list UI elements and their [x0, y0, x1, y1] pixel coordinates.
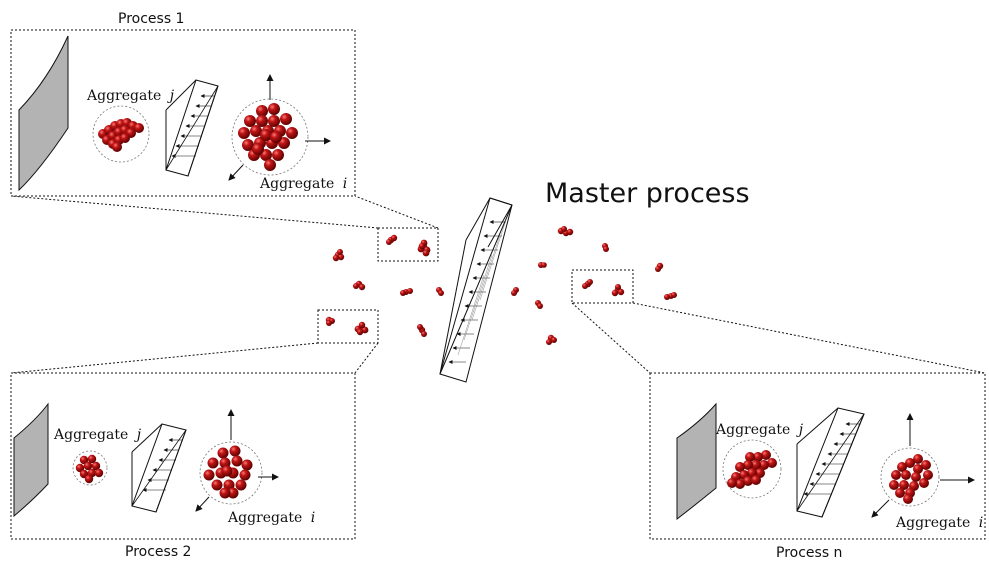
- process-2-axis-down: [195, 496, 210, 512]
- process-n-title: Process n: [776, 545, 842, 561]
- master-shear-box: [439, 197, 513, 383]
- master-process-title: Master process: [545, 178, 750, 209]
- process-n-aggregate-i: [889, 454, 933, 504]
- svg-text:Aggregate i: Aggregate i: [895, 515, 983, 531]
- process-n-frame: [649, 372, 986, 540]
- scattered-aggregate: [535, 300, 543, 309]
- scattered-aggregate: [417, 324, 427, 337]
- process-1-aggregate-i-var: i: [343, 176, 347, 192]
- process-1-aggregate-j: [98, 118, 144, 152]
- scattered-aggregate: [353, 280, 366, 291]
- scattered-aggregate: [538, 262, 547, 268]
- process-n-aggregate-j-var: j: [796, 422, 804, 438]
- process-1-panel: Process 1 Aggregate j: [10, 11, 356, 197]
- scattered-aggregates: [332, 226, 677, 345]
- scattered-aggregate: [602, 243, 609, 252]
- process-1-wall: [18, 35, 69, 192]
- zoom-box-process-n: [571, 269, 634, 304]
- process-1-title: Process 1: [118, 11, 184, 27]
- zoom-box-process-1: [377, 227, 439, 262]
- master-shear-hatching: [457, 219, 507, 356]
- process-n-shear-box: [796, 407, 865, 518]
- process-n-wall: [676, 402, 717, 521]
- process-1-aggregate-i-label: Aggregate: [259, 176, 334, 192]
- process-2-aggregate-i-var: i: [311, 510, 315, 526]
- process-1-aggregate-j-label: Aggregate: [86, 88, 161, 104]
- svg-text:Aggregate i: Aggregate i: [259, 176, 347, 192]
- scattered-aggregate: [546, 334, 557, 345]
- process-2-aggregate-i: [203, 445, 253, 499]
- process-1-frame: [10, 29, 356, 197]
- scattered-aggregate: [655, 262, 664, 272]
- process-1-aggregate-j-var: j: [167, 88, 175, 104]
- process-2-shear-box: [131, 423, 187, 513]
- process-2-aggregate-j-label: Aggregate: [53, 427, 128, 443]
- process-2-title: Process 2: [125, 544, 191, 560]
- zoom-connectors: [10, 195, 986, 374]
- process-n-aggregate-i-label: Aggregate: [895, 515, 970, 531]
- scattered-aggregate: [557, 226, 574, 237]
- process-n-aggregate-j: [727, 450, 777, 489]
- process-n-aggregate-j-boundary: [722, 439, 782, 499]
- process-2-aggregate-j-var: j: [134, 427, 142, 443]
- process-1-aggregate-j-boundary: [92, 105, 150, 163]
- svg-text:Aggregate j: Aggregate j: [53, 427, 142, 443]
- process-1-aggregate-i: [238, 103, 298, 171]
- process-2-panel: Aggregate j: [10, 372, 356, 560]
- process-2-aggregate-j-boundary: [72, 450, 108, 486]
- svg-text:Aggregate i: Aggregate i: [227, 510, 315, 526]
- svg-text:Aggregate j: Aggregate j: [715, 422, 804, 438]
- process-n-aggregate-i-boundary: [880, 447, 940, 507]
- process-n-aggregate-j-label: Aggregate: [715, 422, 790, 438]
- svg-text:Aggregate j: Aggregate j: [86, 88, 175, 104]
- process-2-aggregate-i-boundary: [199, 441, 263, 505]
- process-1-aggregate-i-boundary: [231, 98, 309, 176]
- process-2-frame: [10, 372, 356, 540]
- scattered-aggregate: [664, 292, 677, 300]
- scattered-aggregate: [332, 249, 345, 262]
- process-2-aggregate-i-label: Aggregate: [227, 510, 302, 526]
- process-1-shear-box: [165, 79, 219, 177]
- master-process: Master process: [10, 178, 986, 383]
- process-n-panel: Aggregate j: [649, 372, 986, 561]
- process-n-aggregate-i-var: i: [979, 515, 983, 531]
- scattered-aggregate: [436, 287, 444, 296]
- process-2-wall: [13, 402, 49, 518]
- process-2-aggregate-j: [75, 454, 104, 484]
- scattered-aggregate: [511, 287, 519, 296]
- process-1-axis-down: [228, 164, 244, 181]
- scattered-aggregate: [400, 288, 413, 296]
- zoom-box-process-2: [317, 309, 379, 344]
- process-n-axis-down: [871, 499, 890, 518]
